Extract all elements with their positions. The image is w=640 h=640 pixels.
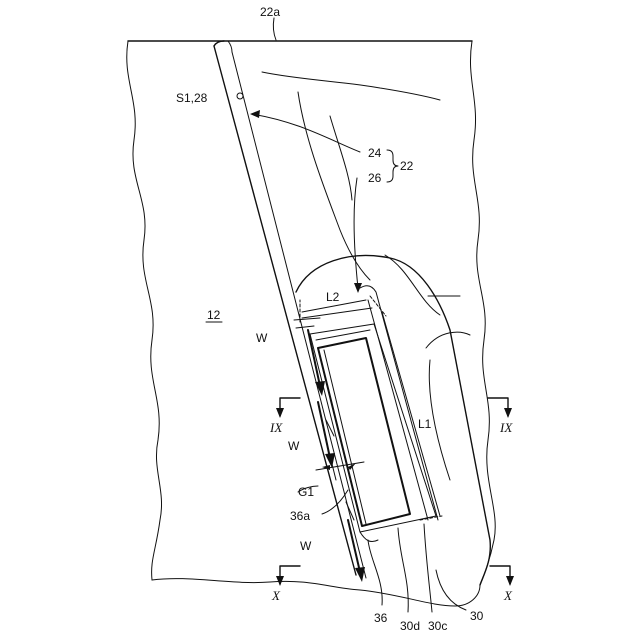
- boss-inner-curve: [426, 332, 470, 348]
- w-lead-1b: [296, 326, 314, 328]
- contour-small: [330, 116, 352, 200]
- leader-30d: [398, 528, 408, 612]
- edge-24-inner: [232, 52, 366, 578]
- label-30d: 30d: [400, 619, 420, 633]
- leader-30c: [424, 524, 432, 612]
- contour-top: [262, 72, 440, 100]
- boss-outline-30: [296, 256, 490, 585]
- label-section-x-right: X: [503, 588, 513, 603]
- leader-30: [436, 570, 466, 610]
- contour-mid: [298, 92, 370, 280]
- boss-inner-line: [429, 360, 450, 480]
- label-30: 30: [470, 609, 484, 623]
- section-x-right-arrow: [506, 576, 514, 586]
- label-22: 22: [400, 159, 414, 173]
- label-section-x-left: X: [271, 588, 281, 603]
- label-30c: 30c: [428, 619, 447, 633]
- label-l2: L2: [326, 290, 340, 304]
- leader-24: [252, 114, 360, 152]
- label-12: 12: [207, 308, 221, 322]
- point-s1-28: [237, 93, 243, 99]
- w-lead-1a: [294, 318, 320, 320]
- edge-24-top-corner: [214, 41, 224, 46]
- section-x-right-bracket: [490, 566, 510, 584]
- section-ix-right-bracket: [488, 398, 508, 416]
- label-w-1: W: [256, 331, 268, 345]
- edge-24-outer: [214, 46, 356, 575]
- label-24: 24: [368, 146, 382, 160]
- label-22a: 22a: [260, 5, 280, 19]
- leader-26: [354, 178, 358, 288]
- label-w-3: W: [300, 539, 312, 553]
- label-l1: L1: [418, 417, 432, 431]
- label-36: 36: [374, 611, 388, 625]
- label-26: 26: [368, 171, 382, 185]
- flow-w-arrow-1-head: [315, 381, 325, 396]
- gap-g1-line: [316, 462, 364, 470]
- label-g1: G1: [298, 485, 314, 499]
- contour-right: [385, 255, 440, 315]
- leader-24-arrowhead: [250, 110, 260, 118]
- brace-22: [387, 150, 398, 182]
- section-ix-left-arrow: [276, 408, 284, 418]
- plate-top-edge: [302, 308, 372, 318]
- recess-bottom-curve: [360, 532, 378, 542]
- edge-24-inner-corner: [228, 41, 232, 52]
- leader-22a: [273, 18, 276, 40]
- label-section-ix-left: IX: [269, 420, 283, 435]
- leader-36: [368, 540, 382, 605]
- left-break-line: [127, 41, 162, 580]
- label-w-2: W: [288, 439, 300, 453]
- section-ix-left-bracket: [280, 398, 300, 416]
- label-s1-28: S1,28: [176, 91, 208, 105]
- section-ix-right-arrow: [504, 408, 512, 418]
- label-section-ix-right: IX: [499, 420, 513, 435]
- label-36a: 36a: [290, 509, 310, 523]
